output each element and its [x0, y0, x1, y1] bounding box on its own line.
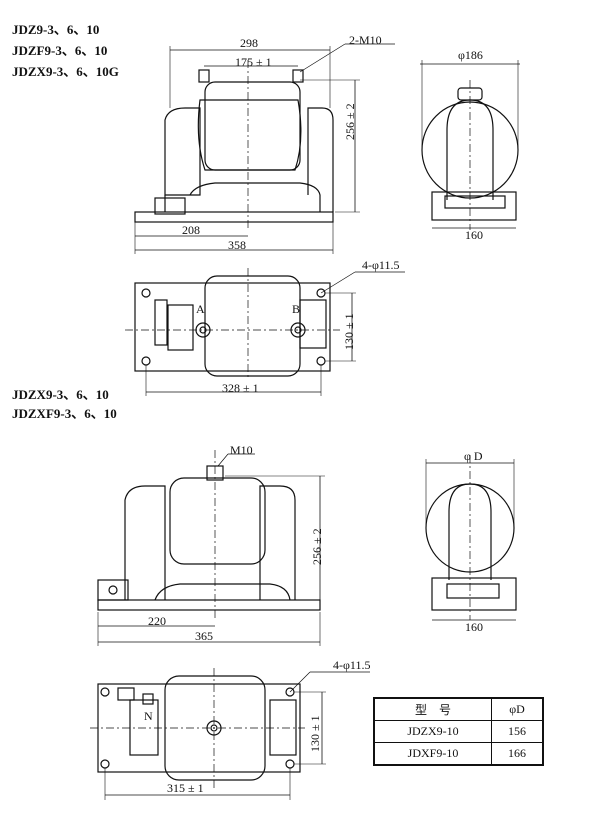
bolt-callout-2: M10 [230, 443, 253, 457]
top-front-view [134, 43, 395, 254]
table-header-row: 型 号 φD [373, 697, 544, 721]
table-row: JDZX9-10 156 [373, 720, 544, 743]
dim-hole-spacing-h-2: 130 ± 1 [308, 715, 322, 752]
header-model: 型 号 [373, 697, 492, 721]
spec-table: 型 号 φD JDZX9-10 156 JDXF9-10 166 [373, 697, 544, 766]
dim-height-2: 256 ± 2 [310, 528, 324, 565]
dim-diameter: φ186 [458, 48, 483, 62]
top-side-view [420, 60, 520, 230]
dim-base-width: 358 [228, 238, 246, 252]
dim-base-width-2: 365 [195, 629, 213, 643]
dim-side-base-2: 160 [465, 620, 483, 634]
cell-diameter: 156 [491, 720, 544, 743]
model-label-2: JDZF9-3、6、10 [12, 43, 108, 58]
bottom-front-view [97, 450, 325, 646]
dim-base-offset: 208 [182, 223, 200, 237]
cell-model: JDXF9-10 [373, 742, 492, 766]
model-label-5: JDZXF9-3、6、10 [12, 406, 117, 421]
model-label-1: JDZ9-3、6、10 [12, 22, 100, 37]
bolt-callout: 2-M10 [349, 33, 382, 47]
cell-model: JDZX9-10 [373, 720, 492, 743]
terminal-n-label: N [144, 709, 153, 723]
model-label-4: JDZX9-3、6、10 [12, 387, 109, 402]
holes-callout: 4-φ11.5 [362, 258, 400, 272]
dim-hole-spacing-h: 130 ± 1 [342, 313, 356, 350]
bottom-plan-view [90, 668, 370, 800]
top-plan-view [125, 268, 405, 396]
dim-hole-spacing-w-2: 315 ± 1 [167, 781, 204, 795]
header-diameter: φD [491, 697, 544, 721]
terminal-b-label: B [292, 302, 301, 316]
cell-diameter: 166 [491, 742, 544, 766]
dim-overall-width: 298 [240, 36, 258, 50]
dim-height: 256 ± 2 [343, 103, 357, 140]
table-row: JDXF9-10 166 [373, 742, 544, 766]
dim-diameter-2: φ D [464, 449, 483, 463]
model-label-3: JDZX9-3、6、10G [12, 64, 119, 79]
terminal-a-label: A [196, 302, 205, 316]
dim-base-offset-2: 220 [148, 614, 166, 628]
dim-side-base: 160 [465, 228, 483, 242]
holes-callout-2: 4-φ11.5 [333, 658, 371, 672]
dim-hole-spacing-w: 328 ± 1 [222, 381, 259, 395]
dim-bolt-spacing: 175 ± 1 [235, 55, 272, 69]
bottom-side-view [425, 455, 517, 621]
